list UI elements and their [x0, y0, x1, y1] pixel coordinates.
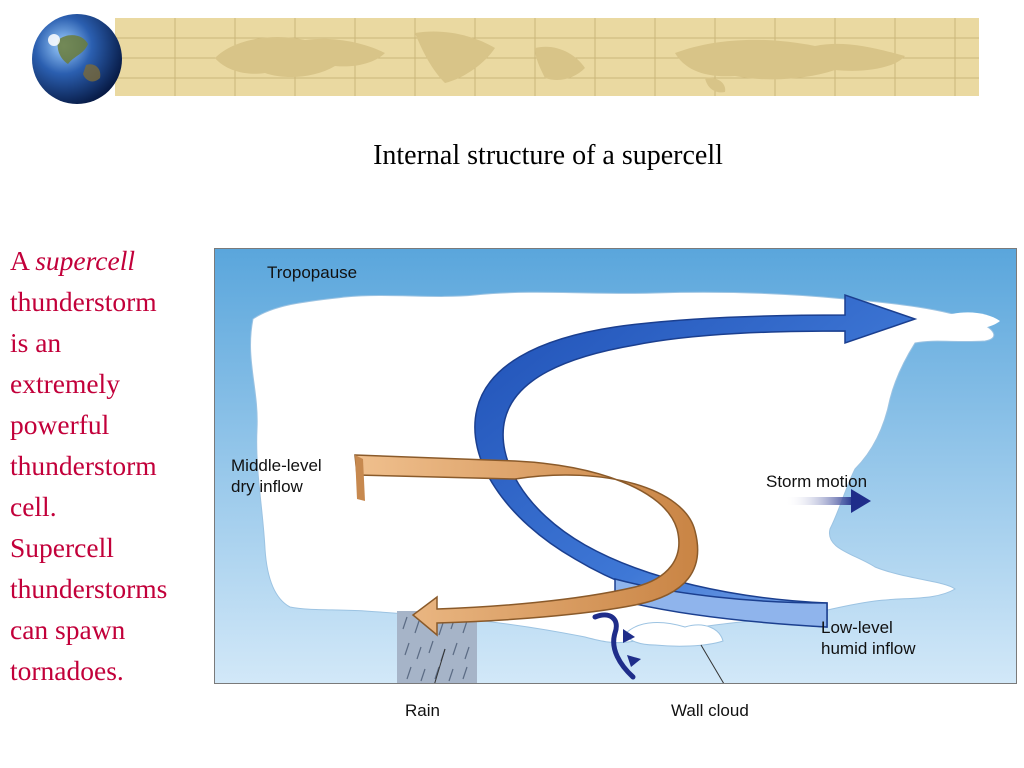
- dry-inflow-end: [355, 455, 365, 501]
- world-map-banner: [115, 18, 979, 96]
- humid-inflow-arrow: [474, 293, 918, 628]
- description-line: extremely: [10, 368, 120, 399]
- middle-level-label-line1: Middle-level: [231, 456, 322, 475]
- slide-title: Internal structure of a supercell: [373, 140, 723, 171]
- wall-cloud-leader: [700, 644, 725, 683]
- description-line: Supercell: [10, 532, 114, 563]
- low-level-label-line1: Low-level: [821, 618, 893, 637]
- rain-label: Rain: [405, 701, 440, 720]
- wall-cloud: [624, 622, 724, 647]
- description-line: is an: [10, 327, 62, 358]
- description-line: thunderstorm: [10, 450, 157, 481]
- globe-icon: [28, 10, 126, 108]
- cloud-wisp: [935, 312, 1000, 330]
- description-line: cell.: [10, 491, 57, 522]
- description-line: thunderstorms: [10, 573, 168, 604]
- description-line: thunderstorm: [10, 286, 157, 317]
- world-map-graphic: [115, 18, 979, 96]
- hook-barb: [627, 655, 641, 667]
- description-line: can spawn: [10, 614, 126, 645]
- low-level-label-line2: humid inflow: [821, 639, 916, 658]
- rear-flank-hook: [592, 612, 636, 680]
- tropopause-label: Tropopause: [267, 263, 358, 282]
- wall-cloud-label: Wall cloud: [671, 701, 749, 720]
- description-line-1: A supercell: [10, 245, 136, 276]
- supercell-diagram: Tropopause Middle-level dry inflow Storm…: [214, 248, 1017, 684]
- rain-leader: [434, 648, 446, 683]
- hook-barb: [623, 629, 635, 643]
- dry-inflow-arrow: [354, 454, 699, 637]
- storm-cloud: [250, 291, 995, 644]
- description-line: tornadoes.: [10, 655, 124, 686]
- description-text: A supercell thunderstorm is an extremely…: [10, 240, 210, 691]
- storm-motion-arrow: [785, 489, 871, 513]
- middle-level-label-line2: dry inflow: [231, 477, 303, 496]
- storm-motion-label: Storm motion: [766, 472, 868, 491]
- description-line: powerful: [10, 409, 110, 440]
